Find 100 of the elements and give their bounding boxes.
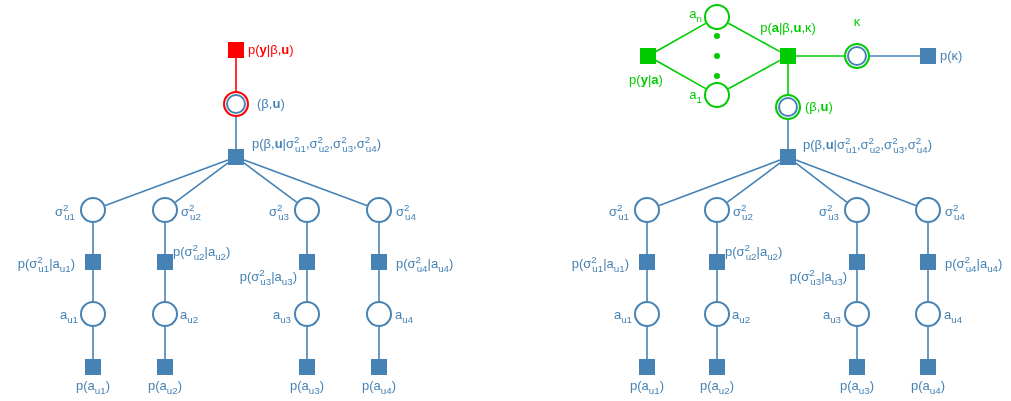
connector-line (726, 162, 781, 203)
connector-line (856, 222, 858, 255)
variable-circle (915, 197, 941, 223)
factor-square (228, 42, 244, 58)
factor-label: p(a$_{u3}$) (840, 378, 874, 394)
variable-circle (844, 197, 870, 223)
connector-line (716, 269, 718, 302)
factor-label: p(a$_{u4}$) (911, 378, 945, 394)
factor-square (299, 359, 315, 375)
factor-square (849, 254, 865, 270)
factor-square (157, 359, 173, 375)
factor-square (157, 254, 173, 270)
connector-line (795, 162, 848, 203)
connector-line (727, 59, 781, 90)
variable-circle (294, 197, 320, 223)
connector-line (655, 22, 707, 53)
variable-circle (366, 197, 392, 223)
factor-square (920, 48, 936, 64)
variable-label: a$_{u1}$ (59, 307, 78, 323)
factor-square (371, 359, 387, 375)
factor-label: p(y|a) (629, 72, 663, 88)
variable-label: κ (853, 14, 861, 30)
variable-label: a$_{u3}$ (272, 307, 291, 323)
connector-line (927, 222, 929, 255)
factor-label: p(σ$^{2}$$_{u2}$|a$_{u2}$) (173, 244, 231, 260)
factor-square (85, 359, 101, 375)
connector-line (235, 57, 237, 92)
variable-label: a$_{u2}$ (732, 307, 751, 323)
variable-label: (β,u) (805, 99, 833, 115)
factor-label: p(a$_{u1}$) (630, 378, 664, 394)
factor-label: p(κ) (940, 48, 963, 64)
connector-line (646, 326, 648, 360)
variable-circle (844, 301, 870, 327)
factor-label: p(σ$^{2}$$_{u4}$|a$_{u4}$) (396, 256, 454, 272)
connector-line (856, 326, 858, 360)
factor-square (371, 254, 387, 270)
variable-circle (915, 301, 941, 327)
variable-circle (704, 301, 730, 327)
connector-line (174, 162, 229, 203)
variable-circle (704, 4, 730, 30)
factor-square (920, 359, 936, 375)
variable-circle (294, 301, 320, 327)
variable-circle (80, 301, 106, 327)
connector-line (927, 269, 929, 302)
variable-label: a$_{u3}$ (822, 307, 841, 323)
connector-line (306, 326, 308, 360)
variable-circle (704, 197, 730, 223)
variable-label: a$_{n}$ (689, 6, 702, 22)
factor-square (639, 359, 655, 375)
connector-line (92, 222, 94, 255)
variable-label: a$_{u4}$ (944, 307, 963, 323)
factor-label: p(y|β,u) (248, 42, 294, 58)
connector-line (787, 63, 789, 95)
variable-circle (366, 301, 392, 327)
connector-line (164, 269, 166, 302)
connector-line (243, 159, 368, 207)
factor-label: p(β,u|σ$^{2}$$_{u1}$,σ$^{2}$$_{u2}$,σ$^{2}$$_{u3}$,σ$^{2}$$_{u4}$) (803, 137, 932, 153)
factor-square (709, 254, 725, 270)
factor-label: p(a$_{u3}$) (290, 378, 324, 394)
connector-line (646, 222, 648, 255)
factor-square (920, 254, 936, 270)
connector-line (927, 326, 929, 360)
variable-circle (704, 82, 730, 108)
variable-label: a$_{1}$ (689, 87, 702, 103)
variable-circle (844, 43, 870, 69)
connector-line (795, 55, 845, 57)
connector-line (727, 22, 781, 53)
factor-label: p(σ$^{2}$$_{u1}$|a$_{u1}$) (571, 256, 629, 272)
variable-label: a$_{u2}$ (180, 307, 199, 323)
factor-label: p(a$_{u4}$) (362, 378, 396, 394)
factor-square (780, 48, 796, 64)
variable-label: a$_{u1}$ (613, 307, 632, 323)
connector-line (795, 159, 917, 207)
variable-circle (152, 197, 178, 223)
factor-label: p(a|β,u,κ) (760, 20, 816, 36)
connector-line (716, 222, 718, 255)
connector-line (856, 269, 858, 302)
factor-label: p(σ$^{2}$$_{u2}$|a$_{u2}$) (725, 244, 783, 260)
variable-circle (634, 197, 660, 223)
factor-square (85, 254, 101, 270)
variable-label: a$_{u4}$ (395, 307, 414, 323)
connector-line (646, 269, 648, 302)
factor-label: p(σ$^{2}$$_{u3}$|a$_{u3}$) (239, 269, 297, 285)
connector-line (306, 222, 308, 255)
connector-line (787, 119, 789, 150)
factor-square (709, 359, 725, 375)
factor-label: p(σ$^{2}$$_{u4}$|a$_{u4}$) (945, 256, 1003, 272)
connector-line (378, 326, 380, 360)
factor-label: p(a$_{u2}$) (700, 378, 734, 394)
factor-square (640, 48, 656, 64)
connector-line (869, 55, 921, 57)
connector-line (658, 159, 781, 207)
factor-label: p(σ$^{2}$$_{u3}$|a$_{u3}$) (789, 269, 847, 285)
factor-square (639, 254, 655, 270)
factor-square (228, 149, 244, 165)
connector-line (164, 326, 166, 360)
variable-circle (223, 91, 249, 117)
connector-line (92, 326, 94, 360)
factor-label: p(β,u|σ$^{2}$$_{u1}$,σ$^{2}$$_{u2}$,σ$^{2}$$_{u3}$,σ$^{2}$$_{u4}$) (252, 136, 381, 152)
connector-line (164, 222, 166, 255)
